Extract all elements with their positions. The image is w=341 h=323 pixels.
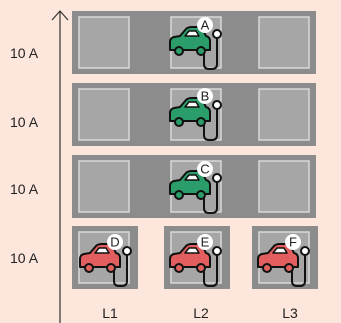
wheel-icon bbox=[196, 46, 206, 56]
vehicle-a: A bbox=[169, 17, 222, 70]
charging-plug-icon bbox=[212, 173, 222, 183]
parking-slot bbox=[78, 160, 130, 213]
car-window-icon bbox=[184, 101, 200, 108]
car-window-icon bbox=[184, 174, 200, 181]
wheel-icon bbox=[284, 263, 294, 273]
parking-slot bbox=[78, 16, 130, 69]
vehicle-id-label: F bbox=[289, 235, 297, 250]
car-window-icon bbox=[94, 247, 110, 254]
car-icon bbox=[169, 26, 211, 51]
row-current-label-4: 10 A bbox=[10, 250, 39, 266]
column-label-l2: L2 bbox=[193, 305, 209, 321]
parking-slot bbox=[258, 160, 310, 213]
wheel-icon bbox=[196, 263, 206, 273]
wheel-icon bbox=[106, 263, 116, 273]
car-icon bbox=[257, 243, 299, 268]
car-window-icon bbox=[184, 247, 200, 254]
charging-plug-icon bbox=[212, 29, 222, 39]
car-icon bbox=[79, 243, 121, 268]
vehicle-badge bbox=[197, 161, 213, 177]
column-label-l3: L3 bbox=[282, 305, 298, 321]
wheel-icon bbox=[196, 190, 206, 200]
vehicle-id-label: D bbox=[110, 235, 119, 250]
vehicle-c: C bbox=[169, 161, 222, 214]
car-window-icon bbox=[184, 30, 200, 37]
car-window-icon bbox=[272, 247, 288, 254]
vehicle-b: B bbox=[169, 88, 222, 141]
car-icon bbox=[169, 170, 211, 195]
parking-slot bbox=[258, 88, 310, 141]
charging-plug-icon bbox=[122, 246, 132, 256]
parking-slot bbox=[78, 88, 130, 141]
row-panel-2 bbox=[72, 83, 316, 146]
vehicle-id-label: B bbox=[201, 89, 210, 104]
vehicle-id-label: C bbox=[200, 162, 209, 177]
vehicle-badge bbox=[197, 234, 213, 250]
wheel-icon bbox=[84, 263, 94, 273]
vehicle-badge bbox=[197, 17, 213, 33]
row-current-label-2: 10 A bbox=[10, 114, 39, 130]
column-label-l1: L1 bbox=[102, 305, 118, 321]
charging-plug-icon bbox=[212, 246, 222, 256]
car-icon bbox=[169, 243, 211, 268]
vehicle-id-label: A bbox=[201, 18, 210, 33]
wheel-icon bbox=[196, 117, 206, 127]
charging-plug-icon bbox=[212, 100, 222, 110]
vehicles-layer: A B C D E F bbox=[79, 17, 310, 287]
vehicle-e: E bbox=[169, 234, 222, 287]
wheel-icon bbox=[174, 46, 184, 56]
vehicle-f: F bbox=[257, 234, 310, 287]
row-current-label-1: 10 A bbox=[10, 45, 39, 61]
parking-slot bbox=[258, 16, 310, 69]
vehicle-d: D bbox=[79, 234, 132, 287]
wheel-icon bbox=[174, 117, 184, 127]
charging-plug-icon bbox=[300, 246, 310, 256]
vehicle-badge bbox=[285, 234, 301, 250]
wheel-icon bbox=[174, 263, 184, 273]
vehicle-badge bbox=[197, 88, 213, 104]
vehicle-id-label: E bbox=[201, 235, 210, 250]
wheel-icon bbox=[174, 190, 184, 200]
vehicle-badge bbox=[107, 234, 123, 250]
axis-arrowhead bbox=[51, 10, 69, 21]
row-current-label-3: 10 A bbox=[10, 181, 39, 197]
car-icon bbox=[169, 97, 211, 122]
wheel-icon bbox=[262, 263, 272, 273]
